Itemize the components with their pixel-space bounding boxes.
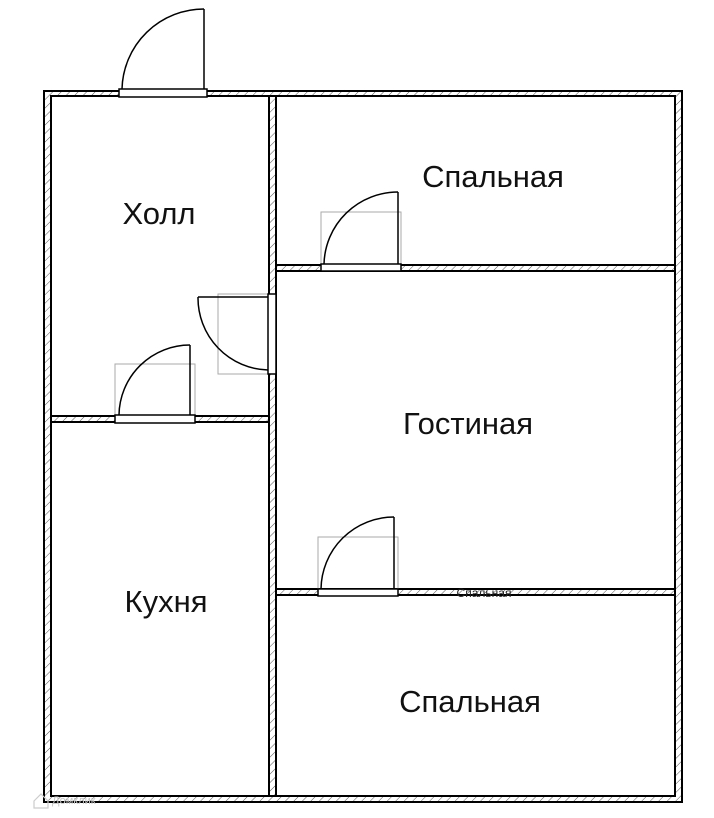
door-hall-living xyxy=(197,293,277,375)
wall-hall-vertical xyxy=(268,95,277,797)
house-icon xyxy=(33,793,49,809)
door-bedroom-bottom xyxy=(317,516,399,597)
room-label-bedroom-bottom-small: Спальная xyxy=(457,586,512,600)
watermark-text: Домклик xyxy=(52,795,96,807)
wall-living-bedroom xyxy=(275,588,676,596)
room-label-hall: Холл xyxy=(122,196,195,231)
door-bedroom-top xyxy=(320,191,402,272)
outer-wall xyxy=(43,90,683,803)
room-label-living-room: Гостиная xyxy=(403,406,533,441)
room-label-bedroom-top: Спальная xyxy=(422,159,564,194)
room-label-kitchen: Кухня xyxy=(125,584,208,619)
door-hall-kitchen xyxy=(114,344,196,424)
entrance-door xyxy=(118,8,208,98)
wall-bedroom-living xyxy=(275,264,676,272)
watermark: Домклик xyxy=(33,793,96,809)
room-label-bedroom-bottom: Спальная xyxy=(399,684,541,719)
